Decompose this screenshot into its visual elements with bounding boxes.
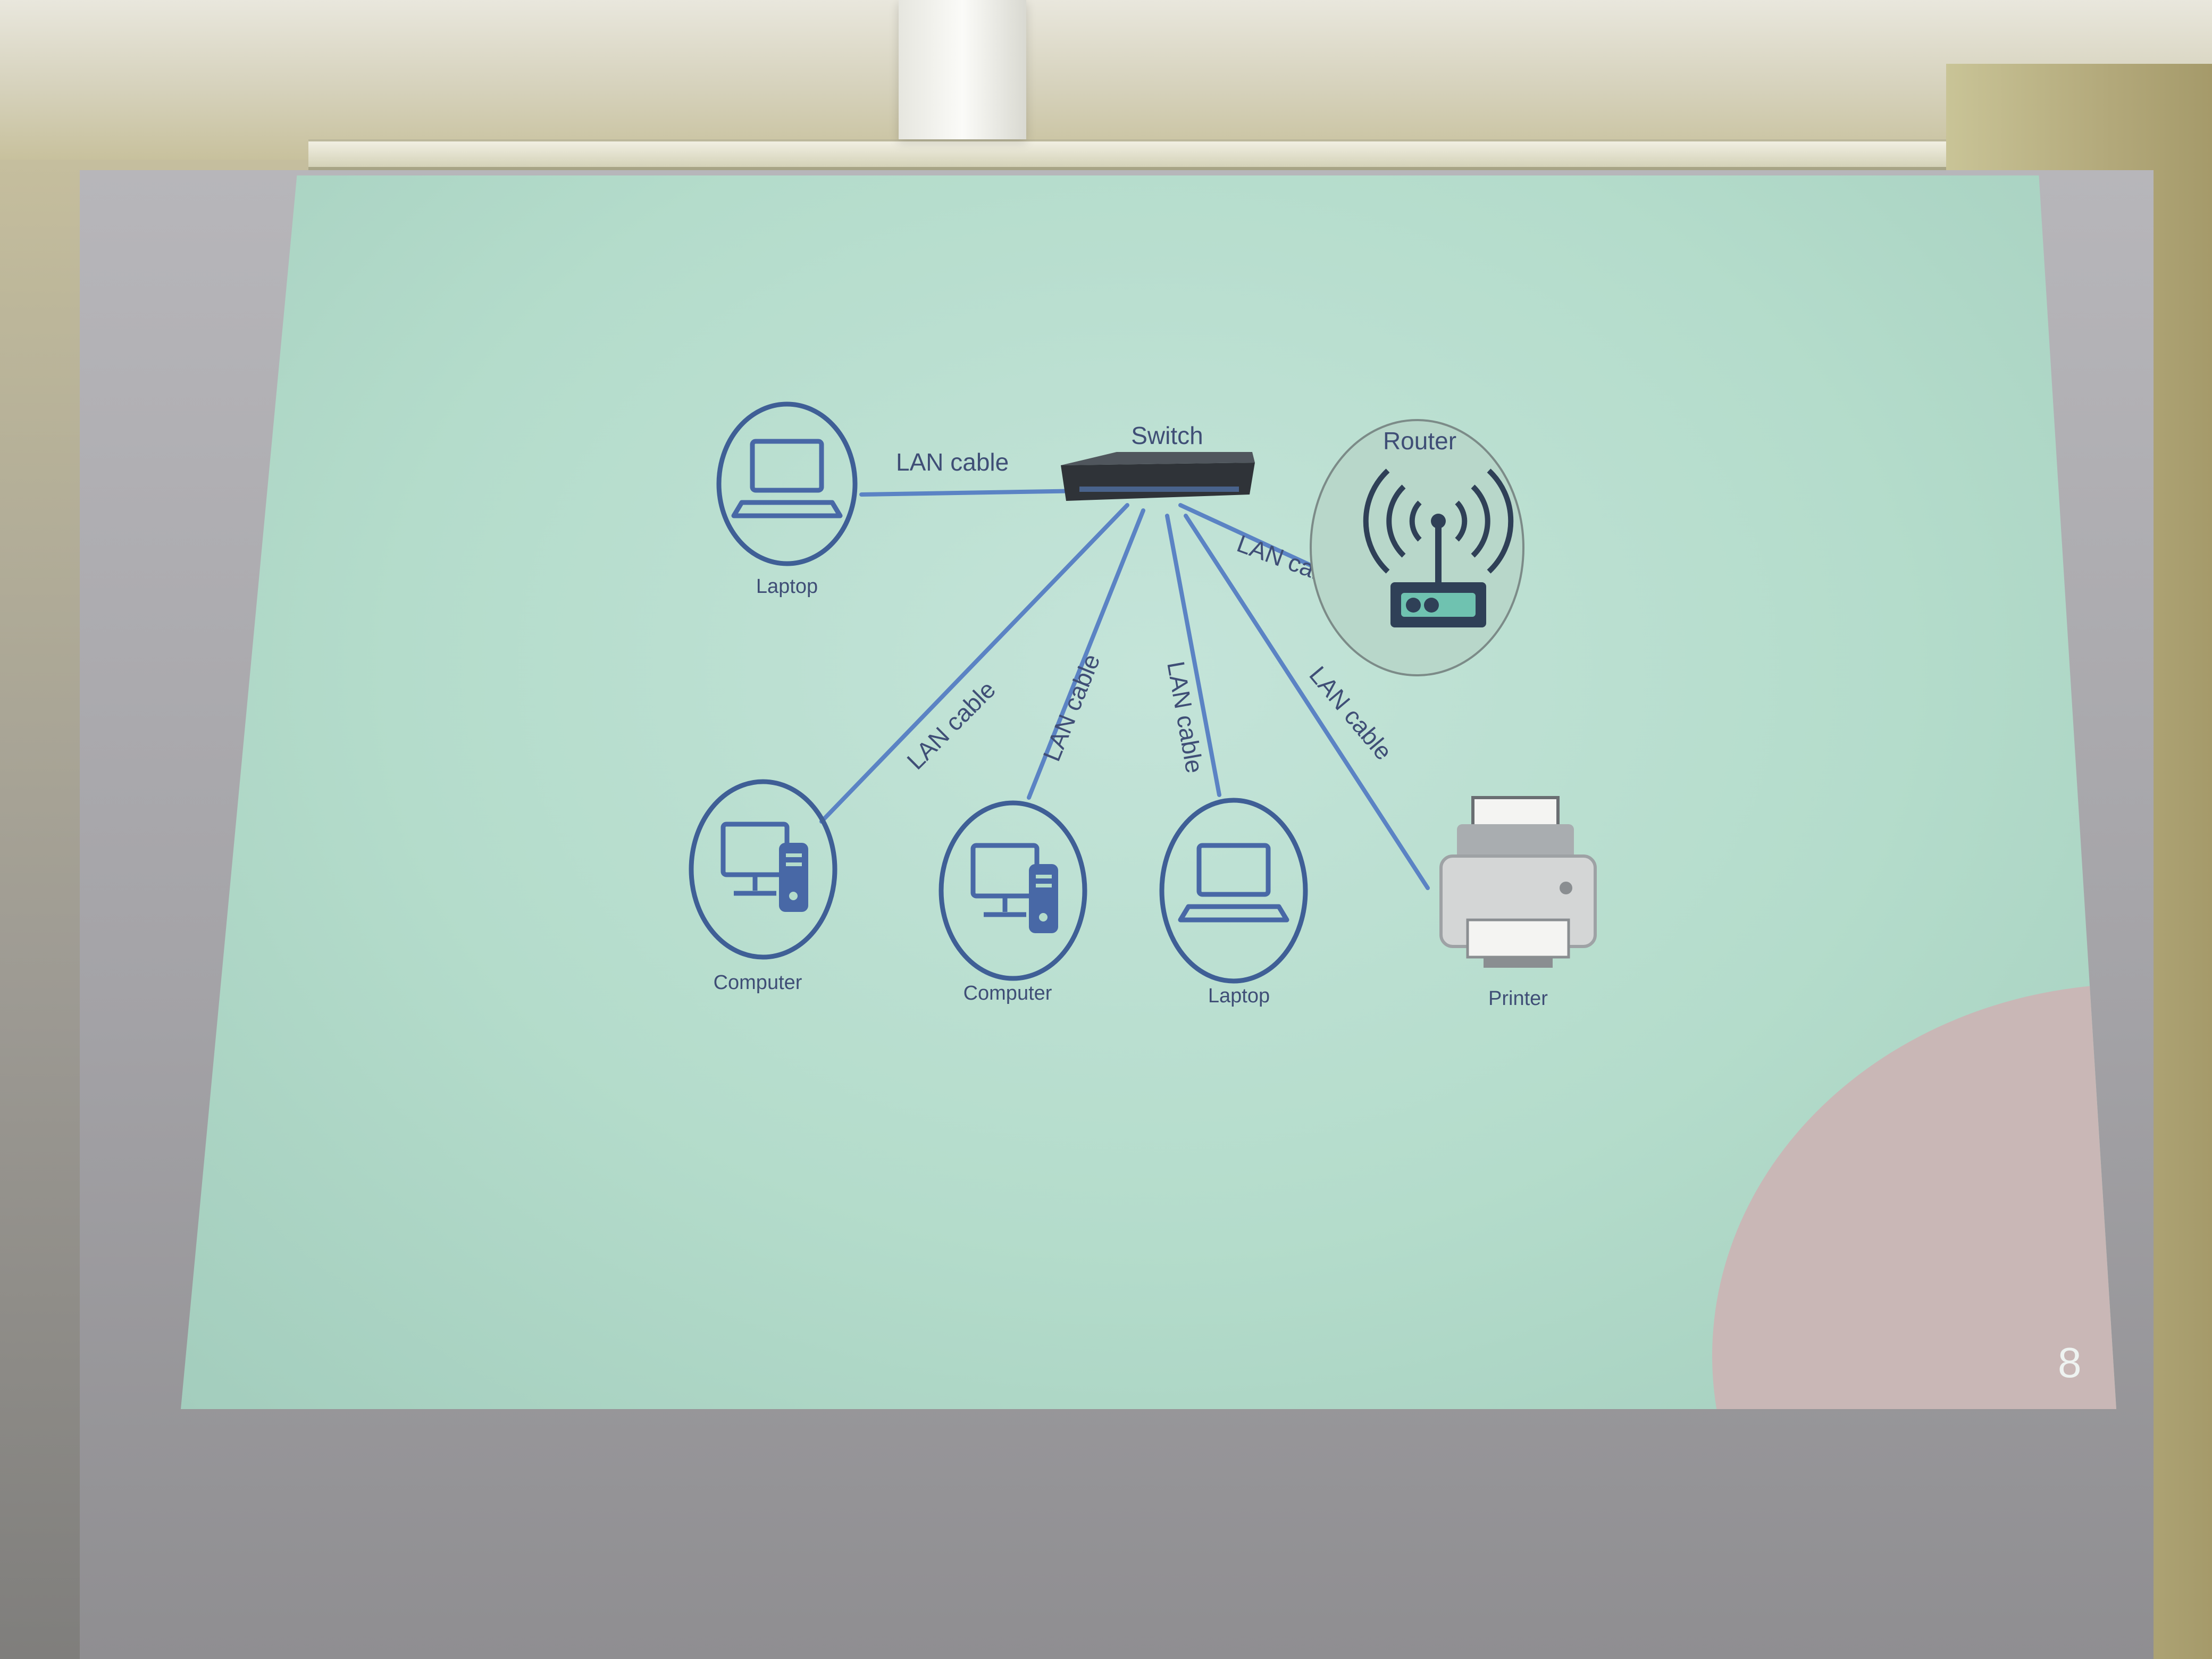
node-laptop-top: Laptop [716, 401, 858, 598]
node-label-printer: Printer [1488, 987, 1548, 1010]
cable-switch-computer-1 [819, 503, 1129, 824]
node-router: Router [1310, 419, 1524, 676]
computer-icon [720, 822, 808, 912]
cable-switch-computer-2 [1027, 508, 1145, 800]
cable-switch-laptop-bottom [1165, 514, 1221, 797]
switch-icon [1061, 452, 1255, 501]
printer-icon [1439, 796, 1597, 968]
computer-icon [970, 843, 1058, 933]
slide-page-number: 8 [2058, 1339, 2082, 1386]
node-ring [939, 800, 1087, 981]
node-ring [1310, 419, 1524, 676]
node-label-computer-2: Computer [963, 982, 1052, 1004]
node-printer: Printer [1439, 796, 1597, 1010]
router-icon [1363, 468, 1514, 627]
network-diagram: LAN cable LAN cable LAN cable LAN cable … [689, 401, 2082, 1386]
node-computer-2: Computer [939, 800, 1087, 1004]
node-ring [716, 401, 858, 566]
cable-switch-printer [1184, 514, 1430, 890]
ceiling [0, 0, 2212, 160]
node-ring [1159, 798, 1308, 984]
node-label-switch: Switch [1131, 422, 1203, 449]
edge-label-switch-laptop-bottom: LAN cable [1162, 659, 1209, 775]
cable-laptop-top-switch [859, 489, 1087, 497]
presentation-slide: LAN cable LAN cable LAN cable LAN cable … [181, 175, 2116, 1409]
node-ring [689, 779, 837, 960]
node-switch: Switch [1061, 422, 1255, 501]
node-label-laptop-top: Laptop [756, 575, 818, 598]
node-label-computer-1: Computer [714, 971, 802, 994]
node-label-laptop-bottom: Laptop [1208, 985, 1270, 1007]
edge-label-switch-computer-2: LAN cable [1037, 650, 1105, 765]
projector-mount [899, 0, 1026, 139]
edge-label-switch-printer: LAN cable [1304, 661, 1397, 765]
edge-label-laptop-top-switch: LAN cable [896, 448, 1009, 476]
node-laptop-bottom: Laptop [1159, 798, 1308, 1007]
node-computer-1: Computer [689, 779, 837, 994]
node-label-router: Router [1383, 427, 1456, 455]
laptop-icon [731, 439, 843, 518]
screen-rail [308, 139, 1946, 170]
laptop-icon [1178, 843, 1289, 923]
